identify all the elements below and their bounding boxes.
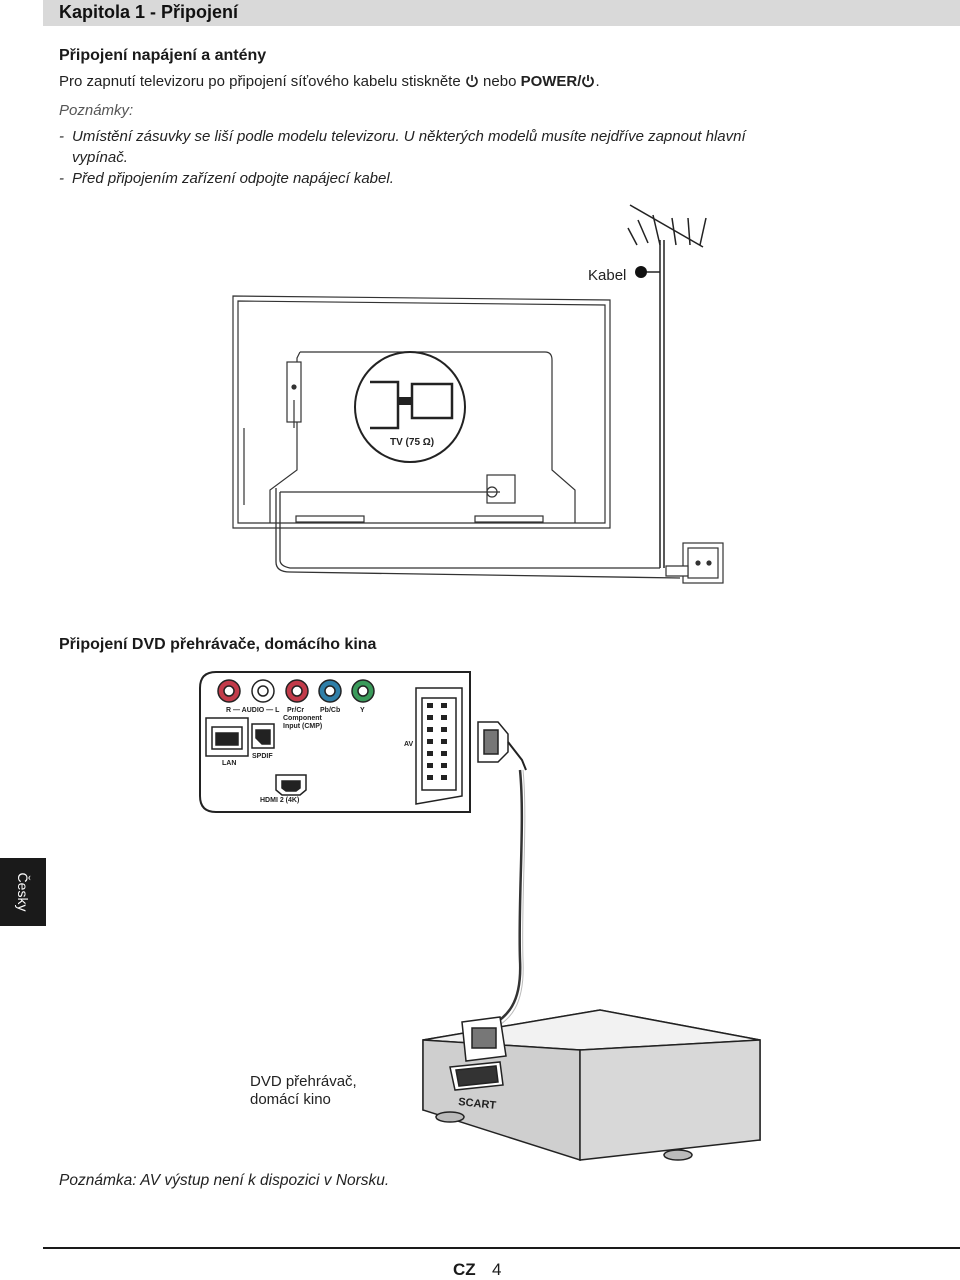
scart-plug-icon <box>477 721 527 771</box>
wall-socket-icon <box>665 542 724 584</box>
antenna-icon <box>627 204 707 568</box>
component-label-1: Component <box>283 715 323 722</box>
power-icon <box>465 74 479 88</box>
spdif-label: SPDIF <box>252 753 273 760</box>
scart-cable-highlight <box>482 769 526 1034</box>
scart-cable <box>479 769 524 1032</box>
av-scart-port <box>415 687 463 805</box>
notes-label: Poznámky: <box>59 102 134 119</box>
pr-label: Pr/Cr <box>287 707 304 714</box>
note-item: -Umístění zásuvky se liší podle modelu t… <box>59 128 746 145</box>
antenna-input-box <box>468 474 516 504</box>
lan-label: LAN <box>222 760 236 767</box>
cable-label: Kabel <box>588 267 626 284</box>
lan-port <box>205 717 249 757</box>
chapter-title: Kapitola 1 - Připojení <box>59 2 239 22</box>
power-intro-middle: nebo <box>483 73 517 90</box>
dvd-section-heading: Připojení DVD přehrávače, domácího kina <box>59 636 377 653</box>
note-text: Umístění zásuvky se liší podle modelu te… <box>72 128 746 145</box>
tv-rear-outline <box>232 295 611 529</box>
device-label-line-1: DVD přehrávač, <box>250 1073 357 1090</box>
rca-jacks <box>217 679 375 703</box>
tv-antenna-port-zoom <box>354 351 466 463</box>
hdmi-label: HDMI 2 (4K) <box>260 797 299 804</box>
chapter-header-bar <box>43 0 960 26</box>
dvd-player-box <box>422 1009 761 1162</box>
power-cable <box>275 488 681 579</box>
y-label: Y <box>360 707 365 714</box>
power-intro-before: Pro zapnutí televizoru po připojení síťo… <box>59 73 461 90</box>
device-label-line-2: domácí kino <box>250 1091 331 1108</box>
scart-label: SCART <box>458 1096 497 1112</box>
page-number: 4 <box>492 1260 502 1279</box>
hdmi-port <box>275 774 307 796</box>
av-label: AV <box>404 741 414 748</box>
power-icon <box>581 74 595 88</box>
note-item-continuation: vypínač. <box>72 149 128 166</box>
tv-port-label: TV (75 Ω) <box>390 437 434 448</box>
spdif-port <box>251 723 275 749</box>
dvd-scart-plug <box>461 1016 507 1062</box>
cable-connector-dot <box>635 266 647 278</box>
power-key-label: POWER/ <box>520 73 582 90</box>
pb-label: Pb/Cb <box>320 707 340 714</box>
note-text: Před připojením zařízení odpojte napájec… <box>72 170 394 187</box>
footnote: Poznámka: AV výstup není k dispozici v N… <box>59 1172 390 1189</box>
tv-input-panel <box>199 671 471 813</box>
tv-power-inlet <box>286 361 302 428</box>
footer-divider <box>43 1247 960 1249</box>
language-side-tab: Česky <box>0 858 46 926</box>
language-label: Česky <box>15 872 31 912</box>
power-intro-text: Pro zapnutí televizoru po připojení síťo… <box>59 73 600 90</box>
scart-pins <box>427 703 447 780</box>
power-intro-end: . <box>595 73 600 90</box>
component-label-2: Input (CMP) <box>283 723 322 730</box>
power-section-heading: Připojení napájení a antény <box>59 47 267 64</box>
country-code: CZ <box>453 1260 476 1279</box>
note-item: -Před připojením zařízení odpojte napáje… <box>59 170 394 187</box>
dvd-scart-port <box>449 1061 504 1091</box>
audio-label: R — AUDIO — L <box>226 707 280 714</box>
